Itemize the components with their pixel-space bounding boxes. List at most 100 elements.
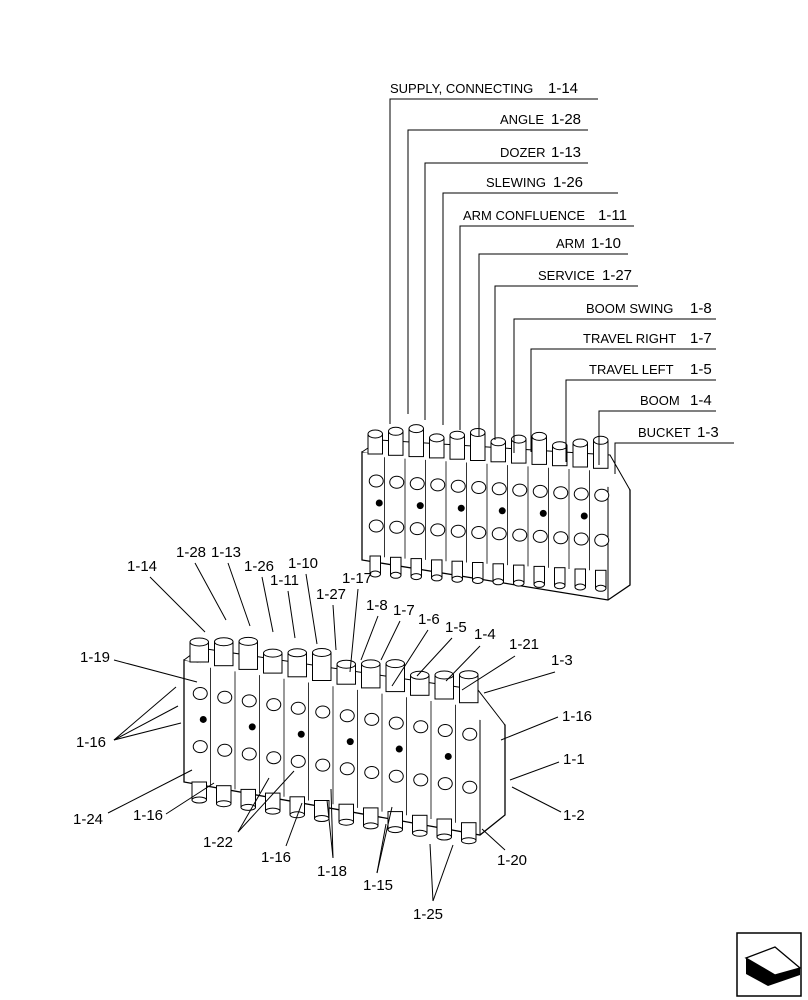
upper-plug — [457, 504, 465, 512]
callout-service: SERVICE 1-27 — [494, 267, 638, 440]
lower-port — [364, 712, 380, 726]
callout-angle: ANGLE 1-28 — [407, 111, 588, 414]
upper-plug — [375, 499, 383, 507]
callout-boom-name: BOOM — [640, 393, 680, 408]
lower-plug — [199, 715, 207, 723]
callout-dozer: DOZER 1-13 — [424, 144, 588, 420]
lower-ref-1-18: 1-18 — [317, 863, 347, 880]
callout-dozer-name: DOZER — [500, 145, 546, 160]
lower-port — [388, 769, 404, 783]
upper-spool-end-bottom — [410, 573, 422, 581]
lower-spool-end-bottom — [338, 818, 354, 826]
lower-port — [241, 694, 257, 708]
callout-travel-left-name: TRAVEL LEFT — [589, 362, 674, 377]
lower-ref-1-5: 1-5 — [445, 619, 467, 636]
lower-ref-1-6: 1-6 — [418, 611, 440, 628]
callout-boom: BOOM 1-4 — [598, 392, 716, 465]
callout-angle-name: ANGLE — [500, 112, 544, 127]
upper-spool-cap-top — [388, 426, 404, 436]
lower-ref-1-13: 1-13 — [211, 544, 241, 561]
callout-arm-name: ARM — [556, 236, 585, 251]
lower-port — [290, 754, 306, 768]
lower-ref-1-19: 1-19 — [80, 649, 110, 666]
upper-spool-end-bottom — [390, 571, 402, 579]
lower-ref-1-7: 1-7 — [393, 602, 415, 619]
lower-port — [266, 751, 282, 765]
upper-port — [368, 474, 384, 488]
lower-ref-1-17: 1-17 — [342, 570, 372, 587]
page-forward-arrow-icon[interactable] — [736, 932, 802, 997]
lower-spool-cap-top — [434, 670, 454, 680]
lower-port — [241, 747, 257, 761]
upper-port — [450, 479, 466, 493]
lower-ref-1-26: 1-26 — [244, 558, 274, 575]
upper-spool-cap-top — [572, 438, 588, 448]
lower-port — [388, 716, 404, 730]
upper-spool-end-bottom — [451, 575, 463, 583]
lower-ref-1-14: 1-14 — [127, 558, 157, 575]
upper-spool-cap-top — [552, 441, 568, 451]
lower-ref-1-4: 1-4 — [474, 626, 496, 643]
lower-ref-1-16-left: 1-16 — [76, 734, 106, 751]
lower-port — [462, 727, 478, 741]
callout-travel-left-ref: 1-5 — [690, 361, 712, 378]
lower-plug — [444, 752, 452, 760]
lower-ref-1-16-mid: 1-16 — [261, 849, 291, 866]
lower-ref-1-24: 1-24 — [73, 811, 103, 828]
lower-spool-cap-top — [459, 670, 479, 680]
lower-port — [462, 780, 478, 794]
lower-spool-cap-top — [287, 648, 307, 658]
upper-port — [450, 524, 466, 538]
lower-port — [290, 701, 306, 715]
lower-port — [413, 720, 429, 734]
upper-port — [430, 523, 446, 537]
lower-spool-end-bottom — [265, 807, 281, 815]
upper-spool-end-bottom — [533, 580, 545, 588]
upper-spool-end-bottom — [574, 583, 586, 591]
lower-ref-1-22: 1-22 — [203, 834, 233, 851]
lower-port — [266, 698, 282, 712]
lower-spool-end-bottom — [363, 822, 379, 830]
upper-port — [409, 522, 425, 536]
upper-valve-assembly — [361, 424, 631, 601]
lower-ref-1-16-bottom: 1-16 — [133, 807, 163, 824]
callout-supply-connecting-ref: 1-14 — [548, 80, 578, 97]
upper-port — [512, 528, 528, 542]
callout-bucket-name: BUCKET — [638, 425, 691, 440]
lower-port — [364, 766, 380, 779]
callout-travel-right: TRAVEL RIGHT 1-7 — [530, 330, 716, 452]
lower-port — [315, 705, 331, 719]
callout-travel-right-ref: 1-7 — [690, 330, 712, 347]
upper-port — [594, 533, 610, 547]
lower-port — [339, 709, 355, 723]
lower-port — [315, 758, 331, 772]
upper-spool-cap-top — [367, 429, 383, 439]
callout-boom-swing: BOOM SWING 1-8 — [513, 300, 716, 453]
lower-ref-1-1: 1-1 — [563, 751, 585, 768]
upper-spool-end-bottom — [554, 582, 566, 590]
callout-boom-swing-ref: 1-8 — [690, 300, 712, 317]
upper-port — [430, 478, 446, 492]
upper-port — [491, 527, 507, 541]
lower-spool-end-bottom — [412, 829, 428, 837]
lower-ref-1-8: 1-8 — [366, 597, 388, 614]
upper-spool-cap-top — [429, 433, 445, 443]
callout-arm: ARM 1-10 — [478, 235, 628, 436]
lower-ref-1-16-right: 1-16 — [562, 708, 592, 725]
upper-spool-cap-top — [449, 430, 465, 440]
lower-port — [437, 724, 453, 737]
upper-port — [532, 484, 548, 498]
lower-ref-1-20: 1-20 — [497, 852, 527, 869]
upper-callouts: SUPPLY, CONNECTING 1-14 ANGLE 1-28 DOZER… — [389, 80, 734, 474]
lower-ref-1-10: 1-10 — [288, 555, 318, 572]
lower-port — [192, 687, 208, 700]
lower-spool-cap-top — [385, 659, 405, 669]
lower-port — [339, 762, 355, 776]
lower-spool-end-bottom — [216, 800, 232, 808]
upper-plug — [498, 507, 506, 515]
callout-supply-connecting: SUPPLY, CONNECTING 1-14 — [389, 80, 598, 424]
upper-port — [389, 475, 405, 489]
lower-spool-end-bottom — [461, 837, 477, 845]
upper-port — [512, 483, 528, 497]
